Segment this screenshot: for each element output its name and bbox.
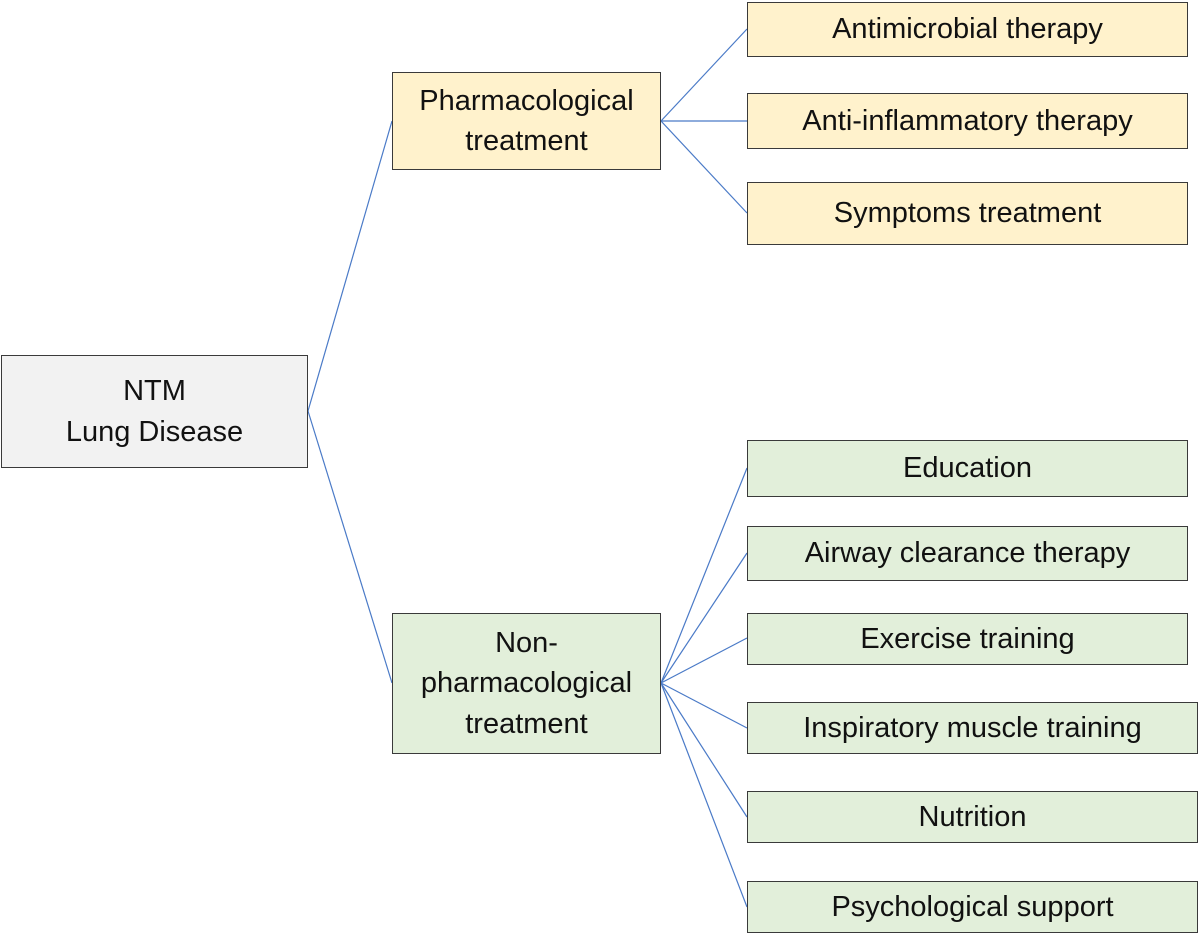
branch-nonpharm-line-2: pharmacological: [420, 667, 633, 700]
connector-pharm-antimicrobial: [660, 28, 748, 122]
connector-nonpharm-airway: [660, 552, 748, 684]
leaf-node-airway-clearance-therapy: Airway clearance therapy: [747, 526, 1188, 581]
root-node-ntm-lung-disease: NTM Lung Disease: [1, 355, 308, 468]
leaf-node-education: Education: [747, 440, 1188, 497]
branch-nonpharm-line-3: treatment: [465, 707, 588, 740]
branch-pharm-line-2: treatment: [465, 125, 588, 157]
branch-pharm-line-1: Pharmacological: [419, 84, 634, 117]
leaf-label: Psychological support: [831, 890, 1114, 923]
connector-nonpharm-education: [660, 467, 748, 684]
leaf-node-inspiratory-muscle-training: Inspiratory muscle training: [747, 702, 1198, 754]
connector-nonpharm-psychological: [660, 682, 748, 908]
root-line-1: NTM: [123, 375, 186, 408]
leaf-label: Nutrition: [918, 800, 1027, 833]
leaf-label: Airway clearance therapy: [804, 537, 1131, 570]
leaf-node-symptoms-treatment: Symptoms treatment: [747, 182, 1188, 245]
leaf-label: Education: [903, 452, 1032, 485]
connector-nonpharm-exercise: [660, 637, 748, 684]
connector-root-pharmacological: [307, 120, 393, 412]
leaf-node-antimicrobial-therapy: Antimicrobial therapy: [747, 2, 1188, 57]
connector-root-non-pharmacological: [307, 410, 393, 684]
connector-pharm-symptoms: [660, 120, 748, 214]
leaf-node-nutrition: Nutrition: [747, 791, 1198, 843]
connector-nonpharm-inspiratory: [660, 682, 748, 729]
leaf-node-exercise-training: Exercise training: [747, 613, 1188, 665]
leaf-node-psychological-support: Psychological support: [747, 881, 1198, 933]
leaf-label: Symptoms treatment: [833, 197, 1102, 230]
root-line-2: Lung Disease: [65, 415, 244, 448]
leaf-label: Anti-inflammatory therapy: [802, 104, 1133, 137]
branch-nonpharm-line-1: Non-: [495, 627, 558, 660]
leaf-label: Inspiratory muscle training: [803, 711, 1142, 744]
leaf-node-anti-inflammatory-therapy: Anti-inflammatory therapy: [747, 93, 1188, 149]
leaf-label: Exercise training: [860, 622, 1075, 655]
branch-node-non-pharmacological: Non- pharmacological treatment: [392, 613, 661, 754]
leaf-label: Antimicrobial therapy: [832, 13, 1103, 46]
connector-nonpharm-nutrition: [660, 682, 748, 818]
branch-node-pharmacological: Pharmacological treatment: [392, 72, 661, 170]
